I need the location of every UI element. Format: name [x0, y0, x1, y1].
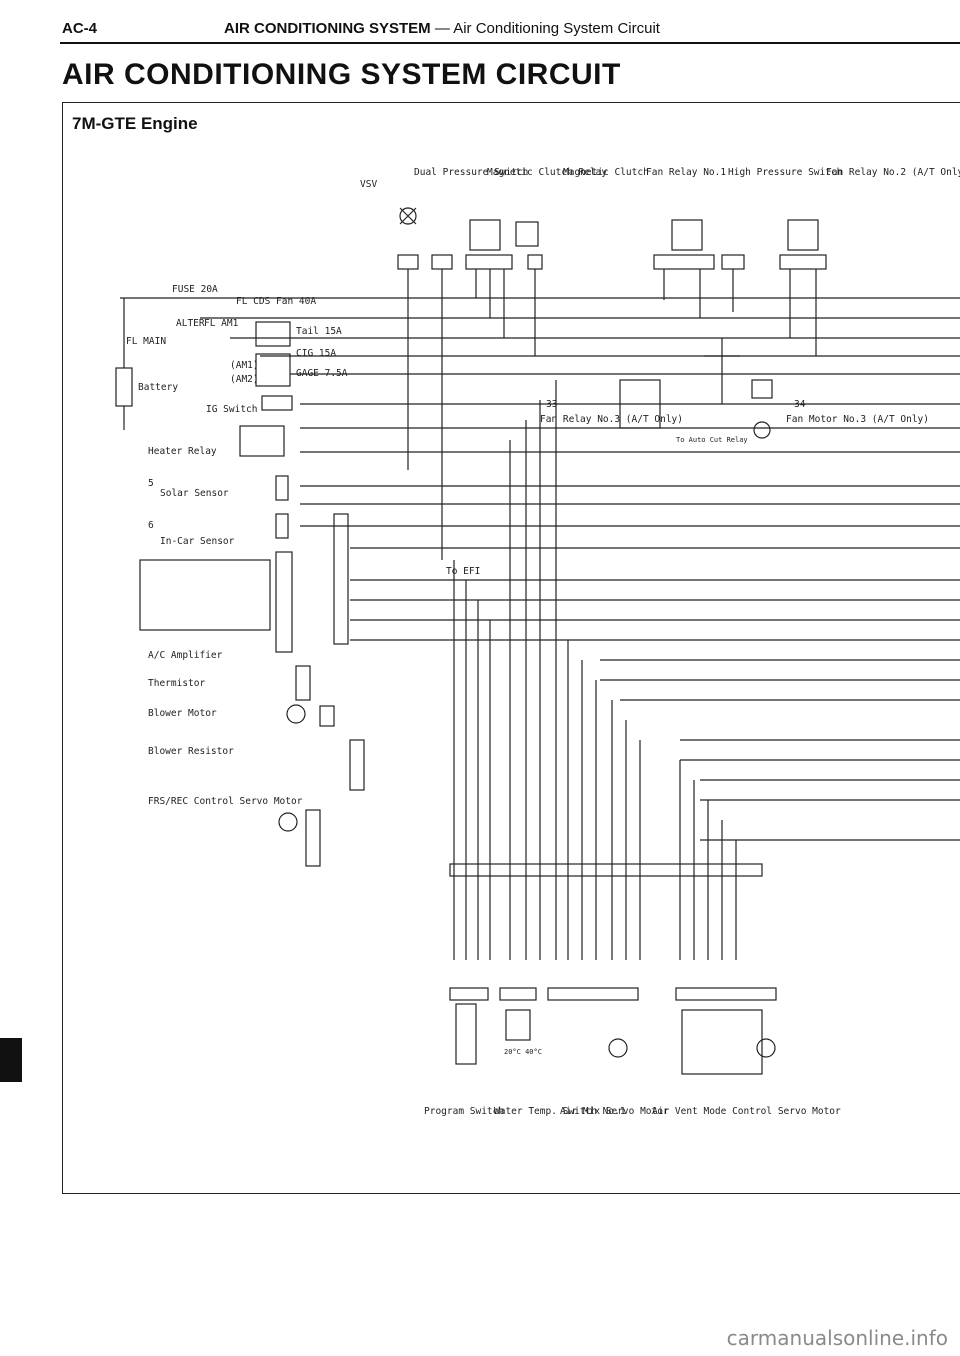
component-33-label: Fan Relay No.3 (A/T Only) [540, 414, 683, 425]
heater-relay [239, 425, 285, 457]
subsection-title: Air Conditioning System Circuit [453, 20, 660, 37]
connector [333, 513, 349, 645]
blower-motor-symbol [286, 704, 306, 724]
clutch [515, 221, 539, 247]
component-18-label: Dual Pressure Switch [414, 167, 528, 178]
connector [449, 987, 489, 1001]
ig-switch-label: IG Switch [206, 404, 257, 415]
connector [349, 739, 365, 791]
mode-selector [681, 1009, 763, 1075]
component-19-label: Magnetic Clutch Relay [487, 167, 607, 178]
fan-motor-3-conn [751, 379, 773, 399]
engine-label: 7M-GTE Engine [72, 114, 198, 133]
harness-connector [449, 863, 763, 877]
connector [653, 254, 715, 270]
component-22-label: High Pressure Switch [728, 167, 842, 178]
relay-box [469, 219, 501, 251]
air-vent-motor-symbol [756, 1038, 776, 1058]
battery-symbol [115, 367, 133, 407]
fl-cds-label: FL CDS Fan 40A [236, 296, 316, 307]
vsv-circle [399, 207, 417, 225]
amplifier-connector [275, 551, 293, 653]
running-header: AIR CONDITIONING SYSTEM — Air Conditioni… [224, 20, 660, 37]
program-switch [455, 1003, 477, 1065]
diagram-frame [62, 102, 960, 1194]
fuse-block [255, 353, 291, 387]
connector [499, 987, 537, 1001]
page-number: AC-4 [62, 20, 98, 37]
connector [275, 475, 289, 501]
page-title: AIR CONDITIONING SYSTEM CIRCUIT [62, 58, 621, 91]
component-7-label: A/C Amplifier [148, 650, 223, 661]
connector [295, 665, 311, 701]
component-10-label: Water Temp. Switch No.1 [494, 1106, 626, 1117]
component-14-label: Air Vent Mode Control Servo Motor [652, 1106, 841, 1117]
component-3-label: FRS/REC Control Servo Motor [148, 796, 303, 807]
fan-motor-3-symbol [753, 421, 771, 439]
am2-label: (AM2) [230, 374, 259, 385]
component-5-label: Solar Sensor [160, 488, 229, 499]
component-12-label: Air Mix Servo Motor [560, 1106, 669, 1117]
section-title: AIR CONDITIONING SYSTEM [224, 20, 431, 37]
connector [527, 254, 543, 270]
component-13-label: Program Switch [424, 1106, 504, 1117]
component-34-num: 34 [794, 399, 806, 410]
connector [397, 254, 419, 270]
watermark: carmanualsonline.info [726, 1326, 948, 1350]
servo-motor-symbol [278, 812, 298, 832]
temps-label: 20°C 40°C [504, 1048, 542, 1056]
auto-cut-label: To Auto Cut Relay [676, 436, 748, 444]
fan-relay-3 [619, 379, 661, 429]
component-34-label: Fan Motor No.3 (A/T Only) [786, 414, 929, 425]
tail-label: Tail 15A [296, 326, 342, 337]
air-mix-motor-symbol [608, 1038, 628, 1058]
component-17-label: VSV [360, 179, 377, 190]
fl-main-label: FL MAIN [126, 336, 166, 347]
component-6-label: In-Car Sensor [160, 536, 235, 547]
connector [779, 254, 827, 270]
am1-label: (AM1) [230, 360, 259, 371]
connector [721, 254, 745, 270]
water-temp-switch [505, 1009, 531, 1041]
ig-switch [261, 395, 293, 411]
connector [675, 987, 777, 1001]
connector [319, 705, 335, 727]
header-rule [60, 42, 960, 44]
cig-label: CIG 15A [296, 348, 336, 359]
relay-box [671, 219, 703, 251]
header-separator: — [434, 20, 450, 37]
component-2-label: Blower Resistor [148, 746, 234, 757]
fl-am1-label: FL AM1 [204, 318, 239, 329]
battery-label: Battery [138, 382, 178, 393]
alter-label: ALTER [176, 318, 205, 329]
component-1-label: Blower Motor [148, 708, 217, 719]
component-6-num: 6 [148, 520, 154, 531]
connector [275, 513, 289, 539]
fuse-block [255, 321, 291, 347]
fuse-20a-label: FUSE 20A [172, 284, 218, 295]
to-efi-label: To EFI [446, 566, 480, 577]
connector [431, 254, 453, 270]
amplifier-block [139, 559, 271, 631]
component-20-label: Magnetic Clutch [563, 167, 649, 178]
connector [547, 987, 639, 1001]
component-5-num: 5 [148, 478, 154, 489]
relay-box [787, 219, 819, 251]
component-21-label: Fan Relay No.1 [646, 167, 726, 178]
gauge-label: GAGE 7.5A [296, 368, 348, 379]
component-33-num: 33 [546, 399, 557, 410]
section-tab-marker [0, 1038, 22, 1082]
heater-relay-label: Heater Relay [148, 446, 217, 457]
component-8-label: Thermistor [148, 678, 205, 689]
component-27-label: Fan Relay No.2 (A/T Only) [826, 167, 960, 178]
connector [465, 254, 513, 270]
connector [305, 809, 321, 867]
